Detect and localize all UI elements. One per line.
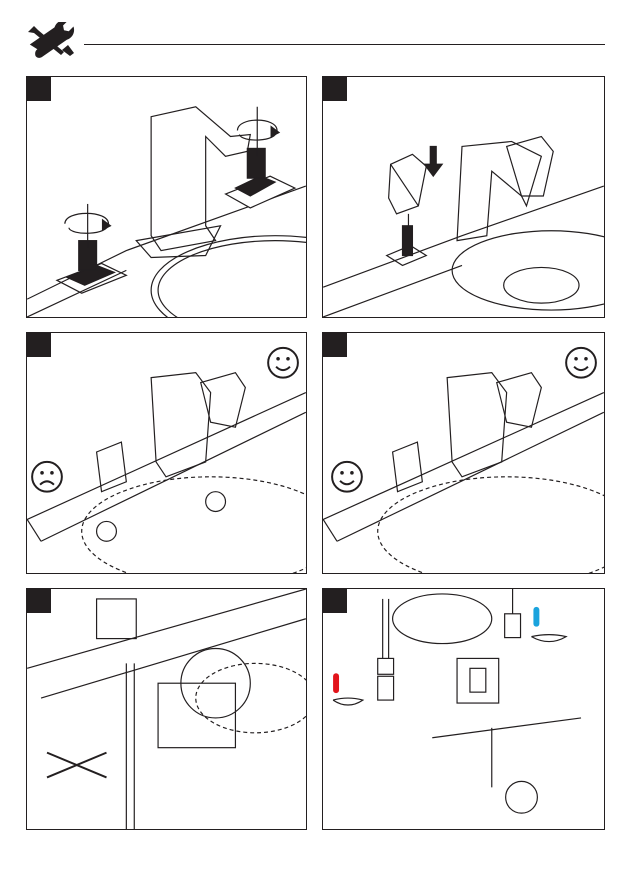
unscrew-cartridge-illustration [27, 77, 306, 317]
connect-supply-hose-illustration [27, 589, 306, 829]
happy-face-icon [268, 348, 298, 378]
connect-stop-valves-illustration [323, 589, 604, 829]
step-panel-4 [322, 332, 605, 574]
happy-face-icon [566, 348, 596, 378]
header-rule [84, 44, 605, 45]
happy-face-icon [332, 462, 362, 492]
wrench-screwdriver-icon [26, 22, 78, 58]
step-panel-1 [26, 76, 307, 318]
step-panel-5 [26, 588, 307, 830]
install-handle-illustration [323, 77, 604, 317]
cold-water-icon [531, 607, 566, 642]
step-panel-2 [322, 76, 605, 318]
step-panel-6 [322, 588, 605, 830]
step-panel-3 [26, 332, 307, 574]
adjust-rotation-stop-illustration [27, 333, 306, 573]
sad-face-icon [32, 462, 62, 492]
hot-water-icon [333, 673, 363, 705]
handles-aligned-illustration [323, 333, 604, 573]
no-wrench-icon [47, 753, 107, 778]
